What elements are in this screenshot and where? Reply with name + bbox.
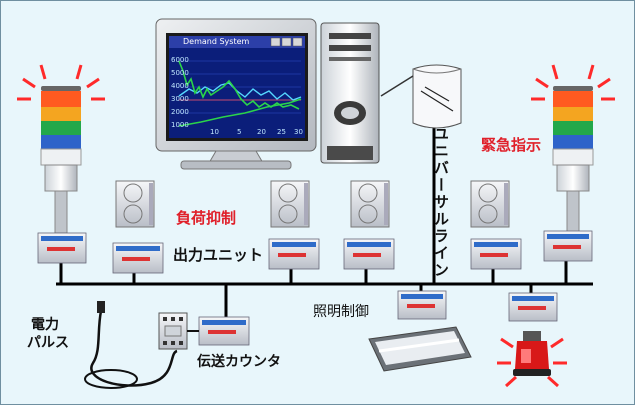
y-tick: 2000 xyxy=(171,108,189,116)
y-tick: 1000 xyxy=(171,121,189,129)
output-module-2 xyxy=(268,238,320,270)
lighting-control-label: 照明制御 xyxy=(313,304,369,320)
y-tick: 3000 xyxy=(171,95,189,103)
output-module-emergency xyxy=(508,292,558,322)
line-interface-box xyxy=(380,64,462,129)
output-unit-label: 出力ユニット xyxy=(173,246,264,264)
transmission-counter-device xyxy=(84,301,199,389)
left-signal-tower xyxy=(17,64,105,234)
x-tick: 20 xyxy=(257,128,266,136)
right-signal-tower xyxy=(531,64,615,234)
lighting-fixture xyxy=(368,326,472,372)
y-tick: 5000 xyxy=(171,69,189,77)
emergency-beacon xyxy=(497,331,567,388)
ac-unit-2 xyxy=(270,180,310,228)
air-conditioner-units xyxy=(115,180,510,228)
output-unit-modules xyxy=(37,230,593,346)
output-module-4 xyxy=(470,238,522,270)
load-suppression-label: 負荷抑制 xyxy=(176,209,237,227)
output-module-left-tower xyxy=(37,232,87,264)
ac-unit-3 xyxy=(350,180,390,228)
computer-monitor xyxy=(155,18,317,170)
output-module-1 xyxy=(112,242,164,274)
emergency-label: 緊急指示 xyxy=(481,136,542,154)
y-tick: 6000 xyxy=(171,56,189,64)
ac-unit-1 xyxy=(115,180,155,228)
x-tick: 5 xyxy=(237,128,242,136)
transmission-counter-label: 伝送カウンタ xyxy=(197,354,281,370)
window-title: Demand System xyxy=(183,37,250,46)
pc-tower xyxy=(320,22,380,164)
output-module-counter xyxy=(198,316,250,346)
x-tick: 10 xyxy=(210,128,219,136)
power-pulse-label-line2: パルス xyxy=(27,335,69,351)
y-tick: 4000 xyxy=(171,82,189,90)
ac-unit-4 xyxy=(470,180,510,228)
x-tick: 25 xyxy=(277,128,286,136)
power-pulse-label-line1: 電力 xyxy=(31,317,59,333)
universal-line-label: ユニバーサルライン xyxy=(432,126,450,279)
bus-lines xyxy=(56,119,593,326)
output-module-right-tower xyxy=(543,230,593,262)
output-module-3 xyxy=(343,238,395,270)
output-module-lighting xyxy=(397,290,447,320)
x-tick: 30 xyxy=(294,128,303,136)
